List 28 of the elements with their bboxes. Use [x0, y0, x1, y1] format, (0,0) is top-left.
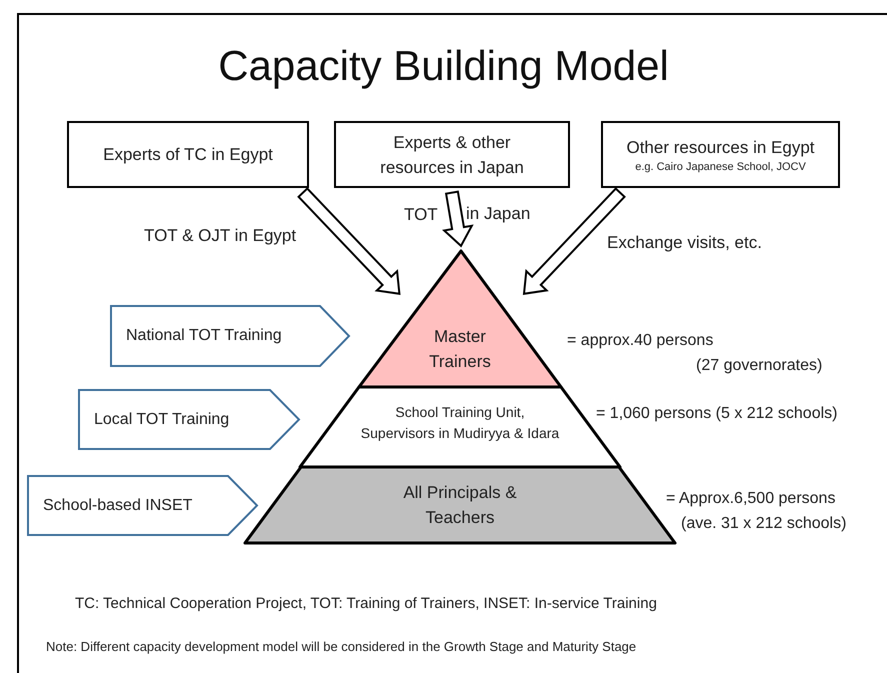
example-note: e.g. Cairo Japanese School, JOCV — [635, 160, 806, 174]
tier-label: School Training Unit, Supervisors in Mudiryya & Idara — [360, 403, 560, 443]
box-label: Experts of TC in Egypt — [103, 144, 273, 166]
source-box — [334, 121, 570, 188]
title: Capacity Building Model — [217, 41, 670, 91]
edge-label: TOT — [404, 204, 438, 226]
count-note: = Approx.6,500 persons — [666, 489, 836, 509]
block-arrow — [442, 190, 474, 247]
abbreviation-note: TC: Technical Cooperation Project, TOT: Training of Trainers, INSET: In-service Training — [75, 594, 657, 614]
edge-label: TOT & OJT in Egypt — [144, 225, 296, 247]
arrow-caption: in Japan — [466, 203, 530, 225]
count-note: (27 governorates) — [696, 356, 822, 376]
box-label: Other resources in Egypt — [626, 137, 815, 159]
tier-label: All Principals & Teachers — [402, 482, 518, 529]
edge-label: Exchange visits, etc. — [607, 232, 762, 254]
source-box — [67, 121, 309, 188]
training-label: National TOT Training — [126, 326, 282, 346]
tier-label: Master Trainers — [428, 326, 492, 373]
box-label: Experts & other resources in Japan — [379, 132, 525, 178]
block-arrow — [523, 187, 626, 295]
count-note: = 1,060 persons (5 x 212 schools) — [596, 404, 838, 424]
source-box — [601, 121, 840, 188]
training-label: School-based INSET — [43, 496, 192, 516]
count-note: (ave. 31 x 212 schools) — [681, 514, 846, 534]
footnote: Note: Different capacity development model will be considered in the Growth Stage and Maturity Stage — [46, 638, 636, 656]
count-note: = approx.40 persons — [567, 331, 714, 351]
block-arrow — [297, 187, 400, 295]
training-label: Local TOT Training — [94, 410, 230, 430]
